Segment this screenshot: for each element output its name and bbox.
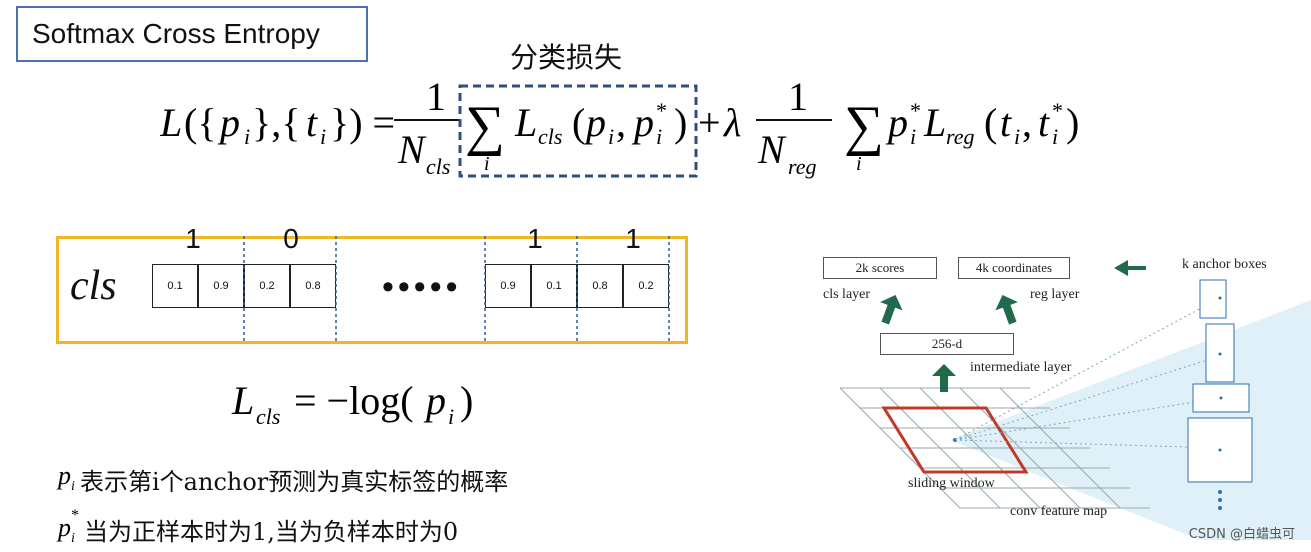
svg-text:i: i	[1052, 124, 1058, 149]
svg-text:p: p	[583, 100, 606, 145]
svg-text:N: N	[757, 127, 787, 172]
anchor-box	[1199, 279, 1227, 319]
svg-text:(: (	[984, 100, 997, 145]
svg-text:({: ({	[184, 100, 217, 145]
svg-text:t: t	[1038, 100, 1050, 145]
svg-text:cls: cls	[256, 404, 280, 429]
feature-map-label: conv feature map	[1010, 504, 1108, 519]
anchor-boxes-label: k anchor boxes	[1182, 257, 1267, 272]
svg-text:i: i	[448, 404, 454, 429]
prob-cell: 0.9	[198, 264, 244, 308]
svg-text:1: 1	[426, 74, 446, 119]
note-symbols: p i p i *	[56, 461, 79, 546]
loss-formula: L ({ p i },{ t i }) = 1 N cls ∑ i L cls …	[160, 74, 1079, 179]
svg-text:reg: reg	[788, 154, 817, 179]
svg-text:): )	[460, 378, 473, 423]
svg-text:i: i	[656, 124, 662, 149]
note-label: 当为正样本时为1,当为负样本时为0	[84, 518, 459, 546]
svg-text:i: i	[71, 531, 75, 546]
svg-text:p: p	[423, 378, 446, 423]
svg-text:p: p	[885, 100, 908, 145]
svg-text:λ: λ	[723, 100, 741, 145]
rpn-diagram	[839, 260, 1311, 540]
anchor-dividers	[243, 236, 670, 344]
svg-text:): )	[1066, 100, 1079, 145]
group1-label-a: 1	[185, 223, 201, 254]
group2-label-b: 1	[625, 223, 641, 254]
coordinates-box: 4k coordinates	[958, 257, 1070, 279]
svg-text:}) =: }) =	[330, 100, 395, 145]
svg-text:i: i	[244, 124, 250, 149]
scores-box: 2k scores	[823, 257, 937, 279]
svg-text:*: *	[656, 98, 667, 123]
svg-text:1: 1	[788, 74, 808, 119]
svg-text:∑: ∑	[465, 95, 505, 157]
svg-text:i: i	[910, 124, 916, 149]
slide-title: Softmax Cross Entropy	[16, 6, 368, 62]
sliding-window-label: sliding window	[908, 476, 995, 491]
cls-label: cls	[70, 263, 117, 309]
svg-text:*: *	[1052, 98, 1063, 123]
svg-text:i: i	[484, 153, 490, 175]
group2-label-a: 1	[527, 223, 543, 254]
sliding-window-frame	[881, 406, 1029, 474]
svg-text:cls: cls	[426, 154, 450, 179]
svg-text:i: i	[1014, 124, 1020, 149]
reg-layer-label: reg layer	[1030, 287, 1080, 302]
svg-text:i: i	[320, 124, 326, 149]
cls-example-box	[56, 236, 688, 344]
ellipsis: •••••	[382, 268, 462, 306]
svg-text:*: *	[910, 98, 921, 123]
svg-text:i: i	[856, 153, 862, 175]
intermediate-layer-label: intermediate layer	[970, 360, 1072, 375]
svg-text:L: L	[923, 100, 946, 145]
svg-text:L: L	[231, 378, 254, 423]
svg-text:L: L	[514, 100, 537, 145]
svg-text:L: L	[160, 100, 182, 145]
svg-text:},{: },{	[252, 100, 300, 145]
lcls-formula: L cls = −log( p i )	[231, 378, 473, 429]
intermediate-box: 256-d	[880, 333, 1014, 355]
svg-text:p: p	[217, 100, 240, 145]
svg-text:p: p	[56, 461, 71, 490]
svg-text:p: p	[631, 100, 654, 145]
svg-text:reg: reg	[946, 124, 975, 149]
svg-text:i: i	[71, 479, 75, 494]
svg-text:,: ,	[616, 100, 626, 145]
svg-text:p: p	[56, 513, 71, 542]
cls-layer-label: cls layer	[823, 287, 871, 302]
watermark: CSDN @白蜡虫可	[1188, 527, 1295, 542]
prob-cell: 0.1	[152, 264, 198, 308]
svg-text:): )	[674, 100, 687, 145]
svg-text:i: i	[608, 124, 614, 149]
group1-label-b: 0	[283, 223, 299, 254]
svg-text:*: *	[71, 507, 79, 524]
prob-cell: 0.8	[290, 264, 336, 308]
note-probability: 表示第i个anchor预测为真实标签的概率	[80, 468, 509, 496]
svg-text:(: (	[572, 100, 585, 145]
prob-cell: 0.9	[485, 264, 531, 308]
svg-text:t: t	[1000, 100, 1012, 145]
svg-text:cls: cls	[538, 124, 562, 149]
svg-text:+: +	[698, 100, 721, 145]
classification-loss-label: 分类损失	[510, 41, 623, 74]
svg-text:N: N	[397, 127, 427, 172]
svg-text:t: t	[306, 100, 318, 145]
svg-text:= −log(: = −log(	[294, 378, 414, 423]
svg-text:,: ,	[1022, 100, 1032, 145]
svg-text:∑: ∑	[844, 95, 884, 157]
prob-cell: 0.2	[244, 264, 290, 308]
